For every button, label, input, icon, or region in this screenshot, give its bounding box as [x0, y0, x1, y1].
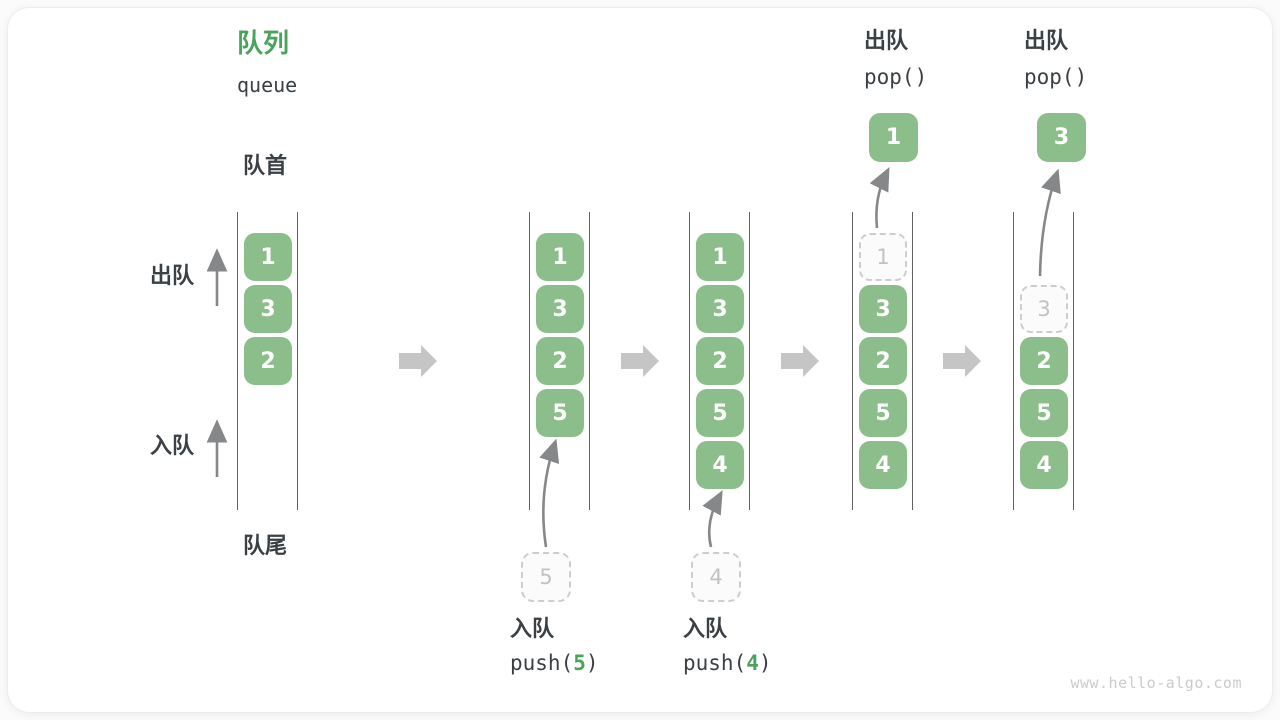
queue-cell: 1 — [536, 233, 584, 281]
label-queue-rear: 队尾 — [243, 534, 288, 559]
queue-cell: 5 — [696, 389, 744, 437]
push-operation-2: 入队 push(4) — [683, 617, 772, 676]
queue-cell: 3 — [859, 285, 907, 333]
queue-cell: 4 — [1020, 441, 1068, 489]
pop-operation-2: 出队 pop() — [1024, 29, 1088, 90]
queue-column — [852, 212, 913, 510]
queue-cell: 4 — [859, 441, 907, 489]
queue-cell-removed: 3 — [1020, 285, 1068, 333]
pop-code: pop() — [864, 65, 928, 90]
title-block: 队列 queue — [237, 30, 297, 97]
pop-label: 出队 — [1024, 29, 1069, 54]
queue-cell: 1 — [244, 233, 292, 281]
queue-cell: 1 — [696, 233, 744, 281]
queue-cell: 2 — [536, 337, 584, 385]
push-arg: 5 — [573, 651, 586, 676]
queue-column — [1013, 212, 1074, 510]
queue-cell-removed: 1 — [859, 233, 907, 281]
staged-cell: 5 — [521, 552, 571, 602]
page-title: 队列 — [237, 29, 290, 59]
queue-column — [529, 212, 590, 510]
queue-column — [237, 212, 298, 510]
staged-cell: 4 — [691, 552, 741, 602]
queue-cell: 5 — [859, 389, 907, 437]
queue-cell: 2 — [696, 337, 744, 385]
queue-cell: 3 — [696, 285, 744, 333]
popped-cell: 1 — [869, 113, 918, 162]
popped-cell: 3 — [1037, 113, 1086, 162]
label-dequeue-direction: 出队 — [150, 264, 195, 289]
pop-label: 出队 — [864, 29, 909, 54]
page-subtitle: queue — [237, 72, 298, 97]
queue-cell: 3 — [536, 285, 584, 333]
label-queue-front: 队首 — [243, 154, 288, 179]
push-code: push(4) — [683, 651, 772, 676]
pop-operation-1: 出队 pop() — [864, 29, 928, 90]
queue-cell: 4 — [696, 441, 744, 489]
queue-cell: 5 — [536, 389, 584, 437]
diagram-card — [7, 7, 1273, 713]
push-label: 入队 — [510, 617, 555, 642]
push-code: push(5) — [510, 651, 599, 676]
pop-code: pop() — [1024, 65, 1088, 90]
push-label: 入队 — [683, 617, 728, 642]
queue-cell: 5 — [1020, 389, 1068, 437]
watermark: www.hello-algo.com — [1070, 674, 1242, 692]
push-operation-1: 入队 push(5) — [510, 617, 599, 676]
queue-cell: 3 — [244, 285, 292, 333]
push-arg: 4 — [746, 651, 759, 676]
queue-cell: 2 — [1020, 337, 1068, 385]
label-enqueue-direction: 入队 — [150, 434, 195, 459]
queue-cell: 2 — [859, 337, 907, 385]
queue-cell: 2 — [244, 337, 292, 385]
queue-column — [689, 212, 750, 510]
